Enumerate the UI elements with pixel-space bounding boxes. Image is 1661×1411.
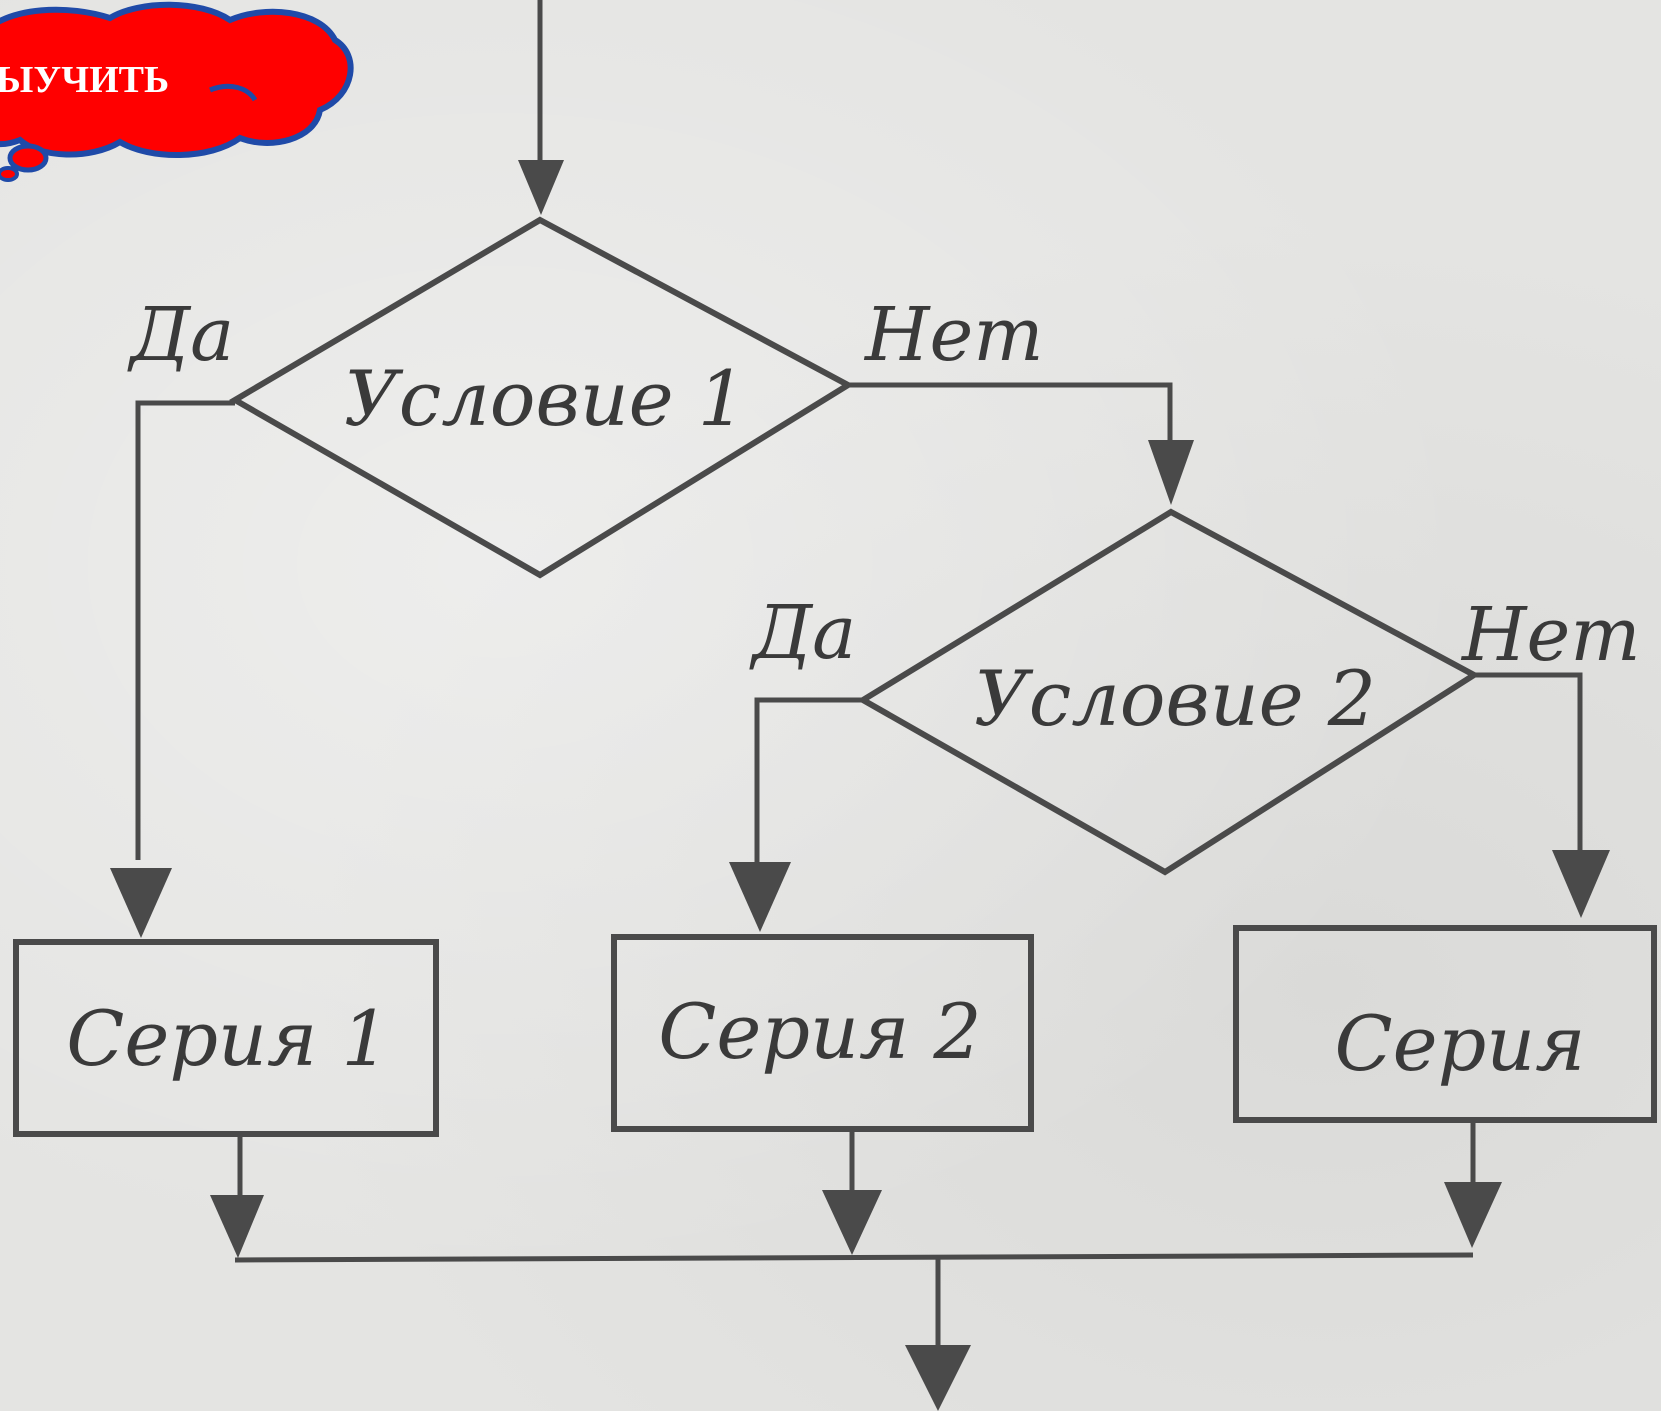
series-2-arrowhead	[729, 862, 791, 932]
series-1-block	[13, 939, 439, 1137]
series-2-exit-arrowhead	[822, 1190, 882, 1255]
condition-2-text: Условие 2	[974, 654, 1376, 743]
exit-arrowhead	[905, 1345, 971, 1411]
condition-2-no-label: Нет	[1460, 592, 1641, 678]
series-3-arrowhead	[1552, 850, 1610, 918]
condition-1-no-label: Нет	[863, 292, 1044, 378]
condition-2-diamond	[857, 508, 1480, 876]
condition-2-yes-label: Да	[749, 590, 856, 676]
condition-1-text: Условие 1	[344, 354, 746, 443]
condition-1-yes-connector	[135, 400, 235, 860]
condition-1-no-connector	[848, 382, 1173, 445]
condition-2-no-connector	[1474, 672, 1583, 852]
series-1-text: Серия 1	[66, 994, 390, 1083]
series-3-block	[1233, 925, 1657, 1123]
series-2-text: Серия 2	[658, 987, 982, 1076]
series-1-exit-arrowhead	[210, 1195, 264, 1258]
series-3-text: Серия	[1334, 999, 1585, 1088]
condition-2-arrowhead	[1148, 440, 1194, 505]
series-2-block	[611, 934, 1034, 1132]
condition-1-diamond	[229, 216, 855, 579]
series-3-exit-arrowhead	[1444, 1182, 1502, 1248]
series-1-arrowhead	[110, 868, 172, 938]
condition-1-yes-label: Да	[127, 292, 234, 378]
entry-arrowhead	[518, 160, 564, 215]
callout-text: ЫУЧИТЬ	[0, 59, 169, 101]
callout-cloud: ЫУЧИТЬ	[0, 1, 354, 182]
condition-2-yes-connector	[754, 697, 863, 865]
merge-connector	[234, 1252, 1474, 1263]
